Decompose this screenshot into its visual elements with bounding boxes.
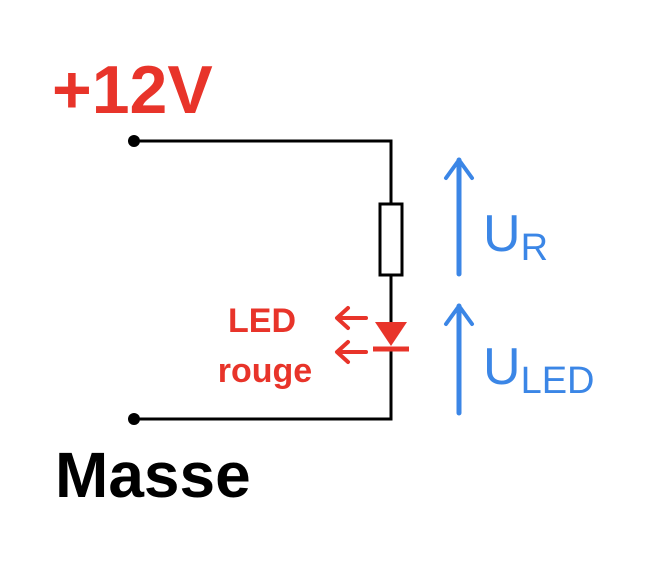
terminal-dot-icon: [128, 413, 140, 425]
led-voltage-sub: LED: [521, 360, 595, 402]
resistor-icon: [378, 202, 404, 277]
terminal-dot-icon: [128, 135, 140, 147]
led-diode-icon: [373, 322, 409, 352]
ground-label: Masse: [55, 439, 251, 511]
led-label-line2: rouge: [218, 352, 312, 390]
bottom-wire: [134, 350, 393, 421]
up-arrow-icon: [444, 303, 474, 416]
supply-label: +12V: [52, 52, 213, 128]
circuit-wires: [134, 139, 393, 421]
resistor-voltage-label: UR: [483, 205, 548, 269]
top-wire: [134, 139, 393, 204]
led-voltage-main: U: [483, 338, 521, 396]
resistor-voltage-sub: R: [521, 227, 548, 269]
led-voltage-label: ULED: [483, 338, 594, 402]
up-arrow-icon: [444, 157, 474, 277]
led-label-line1: LED: [228, 302, 296, 340]
light-emission-arrows-icon: [335, 306, 368, 364]
resistor-voltage-main: U: [483, 205, 521, 263]
